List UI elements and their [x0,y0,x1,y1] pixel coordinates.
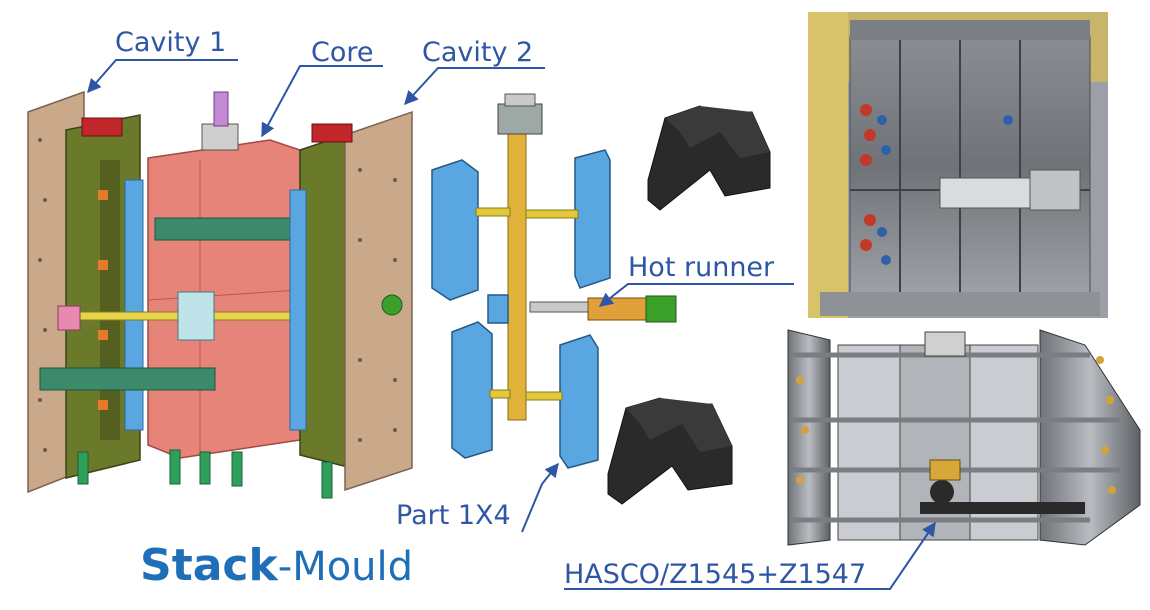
title-rest: -Mould [278,544,413,590]
cavity2-clamp-plate [344,110,413,492]
mould-render-photo [787,329,1141,546]
label-hot-runner: Hot runner [628,252,775,283]
molded-part-bottom [607,397,733,505]
leader-lines [87,59,936,590]
label-cavity-2: Cavity 2 [422,37,533,68]
mould-assembly-illustration [27,90,413,499]
label-cavity-1: Cavity 1 [115,27,226,58]
exploded-view-illustration [431,93,677,469]
label-hasco: HASCO/Z1545+Z1547 [564,559,866,590]
title-bold-part: Stack [140,540,279,591]
label-core: Core [311,37,374,68]
label-part-1x4: Part 1X4 [396,500,511,531]
molded-part-top [647,105,771,211]
shop-photo [808,12,1108,318]
diagram-title: Stack-Mould [140,540,413,591]
